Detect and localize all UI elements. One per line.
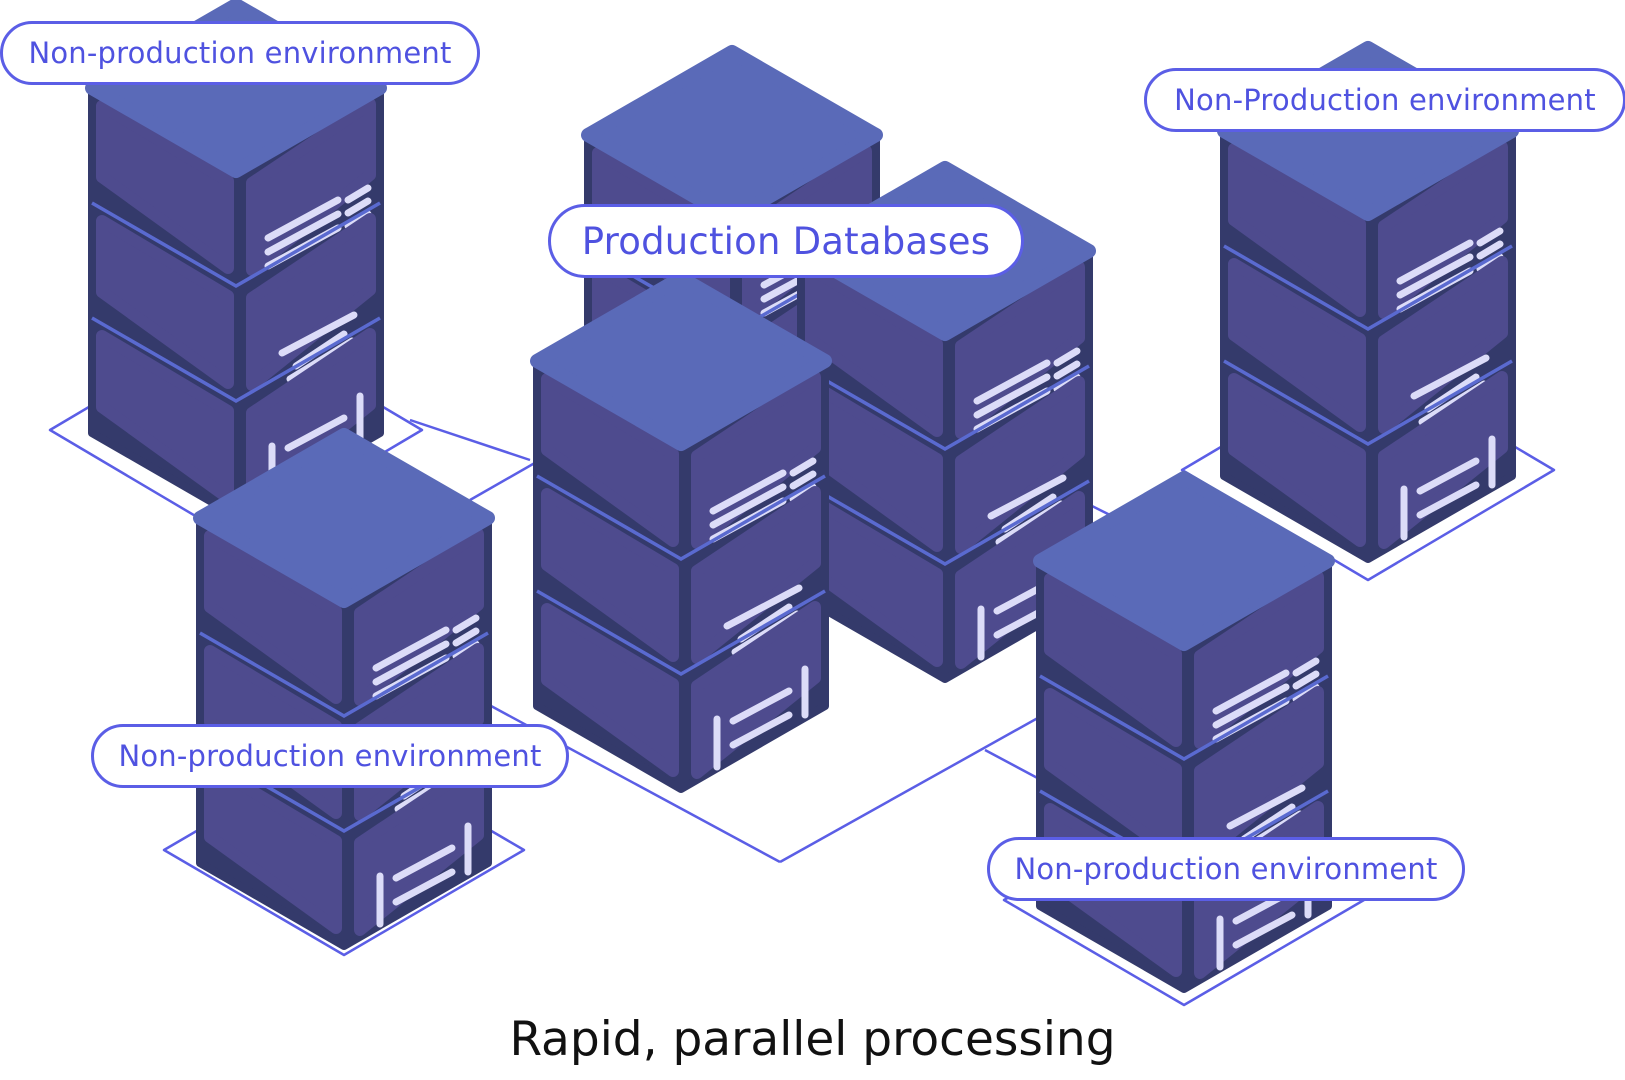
glyph-line — [264, 196, 342, 242]
label-production-databases: Production Databases — [548, 204, 1024, 278]
link-center-base-to-bottom-right — [779, 698, 1071, 864]
glyph-line — [1416, 457, 1480, 495]
label-production-databases-text: Production Databases — [581, 219, 991, 263]
server-top-face — [1033, 471, 1335, 651]
glyph-line — [372, 626, 450, 672]
label-top-left-text: Non-production environment — [28, 36, 452, 70]
label-top-left: Non-production environment — [0, 21, 480, 85]
server-unit-seam — [1039, 674, 1329, 762]
server-unit-seam — [800, 479, 1090, 567]
server-unit-seam — [1223, 359, 1513, 447]
glyph-line — [729, 711, 793, 749]
glyph-line — [372, 640, 450, 686]
server-panel-right — [691, 486, 821, 664]
glyph-line — [392, 844, 456, 882]
server-panel-right — [1378, 256, 1508, 434]
server-panel-left — [541, 488, 679, 662]
server-panel-left — [96, 100, 234, 274]
server-bottom-right — [1033, 471, 1335, 993]
server-panel-left — [1228, 143, 1366, 317]
glyph-line — [278, 311, 358, 357]
glyph-line — [789, 470, 817, 490]
glyph-line — [452, 614, 480, 634]
server-unit-seam — [91, 201, 381, 289]
server-panel-left — [541, 603, 679, 777]
glyph-line — [1212, 683, 1290, 729]
server-panel-right — [691, 601, 821, 779]
glyph-line — [1396, 239, 1474, 285]
server-panel-right — [955, 376, 1085, 554]
glyph-line — [789, 457, 817, 477]
glyph-line — [1416, 481, 1480, 519]
link-bottom-left-to-prod — [469, 458, 541, 502]
server-panel-left — [805, 263, 943, 437]
glyph-line — [1396, 253, 1474, 299]
glyph-line — [1292, 657, 1320, 677]
glyph-line — [452, 627, 480, 647]
server-panel-right — [354, 758, 484, 936]
server-unit-seam — [91, 316, 381, 404]
glyph-line — [973, 359, 1051, 405]
server-top-face — [530, 271, 832, 451]
server-top-face — [193, 428, 495, 608]
glyph-line — [1292, 670, 1320, 690]
server-panel-left — [541, 373, 679, 547]
glyph-line — [1053, 347, 1081, 367]
server-unit-seam — [536, 589, 826, 677]
glyph-line — [1232, 911, 1296, 949]
label-bottom-right: Non-production environment — [987, 837, 1465, 901]
glyph-line — [1476, 227, 1504, 247]
glyph-line — [973, 373, 1051, 419]
server-panel-right — [1378, 371, 1508, 549]
server-panel-right — [246, 328, 376, 506]
glyph-line — [709, 469, 787, 515]
server-unit-seam — [536, 474, 826, 562]
glyph-line — [1476, 240, 1504, 260]
label-bottom-left-text: Non-production environment — [118, 739, 542, 773]
glyph-line — [1226, 784, 1306, 830]
server-panel-left — [204, 530, 342, 704]
server-panel-left — [1228, 258, 1366, 432]
glyph-line — [709, 483, 787, 529]
link-top-left-to-prod — [409, 418, 531, 462]
glyph-line — [1212, 669, 1290, 715]
server-prod-front — [530, 271, 832, 793]
glyph-line — [987, 474, 1067, 520]
glyph-line — [264, 210, 342, 256]
server-panel-right — [246, 213, 376, 391]
server-unit-seam — [199, 631, 489, 719]
server-unit-seam — [1223, 244, 1513, 332]
server-unit-seam — [800, 364, 1090, 452]
diagram-caption: Rapid, parallel processing — [509, 1012, 1116, 1067]
glyph-line — [344, 184, 372, 204]
server-bottom-left — [193, 428, 495, 950]
glyph-line — [723, 584, 803, 630]
label-bottom-left: Non-production environment — [91, 724, 569, 788]
glyph-line — [1053, 360, 1081, 380]
label-top-right-text: Non-Production environment — [1174, 83, 1596, 117]
glyph-line — [1410, 354, 1490, 400]
server-panel-left — [1228, 373, 1366, 547]
glyph-line — [729, 687, 793, 725]
glyph-line — [392, 868, 456, 906]
label-top-right: Non-Production environment — [1144, 68, 1625, 132]
glyph-line — [284, 414, 348, 452]
server-panel-right — [1194, 686, 1324, 864]
label-bottom-right-text: Non-production environment — [1014, 852, 1438, 886]
server-panel-left — [96, 215, 234, 389]
server-panel-left — [204, 760, 342, 934]
server-panel-left — [1044, 573, 1182, 747]
glyph-line — [344, 197, 372, 217]
